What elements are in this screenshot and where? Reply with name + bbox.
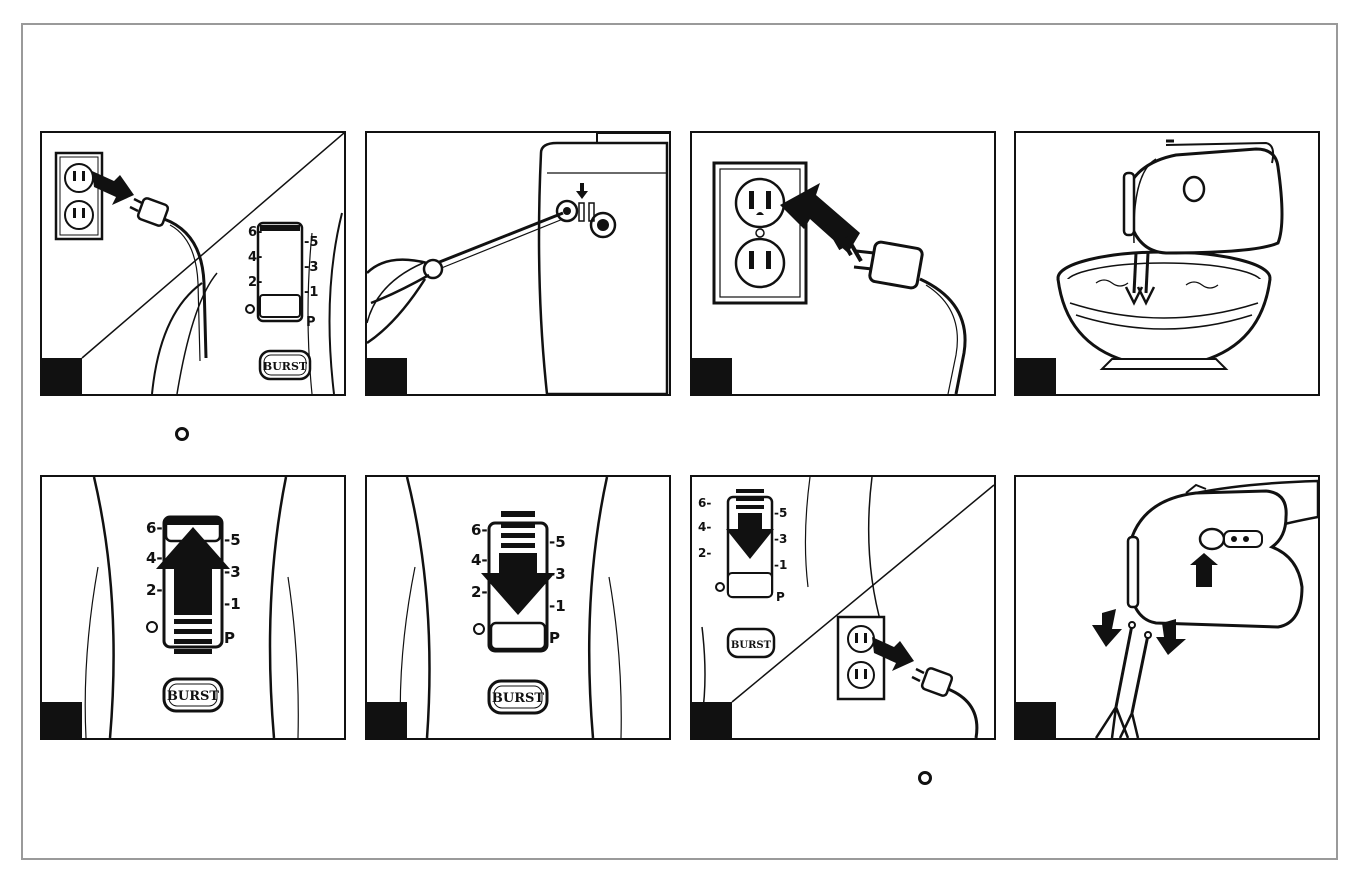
- speed-label-2: 2-: [248, 275, 262, 290]
- burst-label: BURST: [167, 689, 220, 704]
- insert-beater-illustration: [367, 133, 669, 394]
- step-number-badge: [692, 702, 732, 738]
- burst-label: BURST: [731, 640, 772, 651]
- off-symbol: [918, 771, 932, 785]
- mixer-in-bowl-illustration: [1016, 133, 1318, 394]
- speed-label-1: -1: [549, 597, 566, 615]
- speed-label-4: 4-: [471, 551, 488, 569]
- speed-label-3: -3: [774, 532, 787, 546]
- speed-label-4: 4-: [248, 250, 262, 265]
- step-number-badge: [367, 702, 407, 738]
- increase-speed-illustration: 6- 4- 2- -5 -3 -1 P BURST: [42, 477, 344, 738]
- step-panel-6: 6- 4- 2- -5 -3 -1 P BURST: [365, 475, 671, 740]
- plug-in-illustration: [692, 133, 994, 394]
- step-panel-5: 6- 4- 2- -5 -3 -1 P BURST: [40, 475, 346, 740]
- speed-label-4: 4-: [698, 520, 711, 534]
- step-number-badge: [42, 358, 82, 394]
- step-panel-4: [1014, 131, 1320, 396]
- off-and-unplug-illustration: 6- 4- 2- -5 -3 -1 P BURST: [692, 477, 994, 738]
- speed-label-1: -1: [774, 558, 787, 572]
- speed-label-2: 2-: [698, 546, 711, 560]
- burst-label: BURST: [492, 691, 545, 706]
- step-number-badge: [42, 702, 82, 738]
- speed-label-3: -3: [304, 260, 318, 275]
- speed-label-5: -5: [774, 506, 787, 520]
- speed-label-6: 6-: [248, 225, 262, 240]
- step-panel-1: 6- 4- 2- -5 -3 -1 P BURST: [40, 131, 346, 396]
- speed-label-3: -3: [224, 563, 241, 581]
- speed-label-1: -1: [224, 595, 241, 613]
- speed-label-6: 6-: [698, 496, 711, 510]
- pulse-label: P: [224, 629, 235, 647]
- speed-label-2: 2-: [146, 581, 163, 599]
- eject-beaters-illustration: [1016, 477, 1318, 738]
- speed-label-3: -3: [549, 565, 566, 583]
- step-panel-2: [365, 131, 671, 396]
- step-number-badge: [1016, 358, 1056, 394]
- pulse-label: P: [549, 629, 560, 647]
- burst-label: BURST: [263, 360, 308, 373]
- speed-label-4: 4-: [146, 549, 163, 567]
- unplug-illustration: 6- 4- 2- -5 -3 -1 P BURST: [42, 133, 344, 394]
- pulse-label: P: [306, 315, 316, 330]
- off-symbol: [175, 427, 189, 441]
- step-panel-3: [690, 131, 996, 396]
- speed-label-2: 2-: [471, 583, 488, 601]
- speed-label-5: -5: [224, 531, 241, 549]
- speed-label-1: -1: [304, 285, 318, 300]
- speed-label-6: 6-: [146, 519, 163, 537]
- pulse-label: P: [776, 590, 785, 604]
- step-number-badge: [367, 358, 407, 394]
- step-number-badge: [1016, 702, 1056, 738]
- step-panel-8: [1014, 475, 1320, 740]
- speed-label-6: 6-: [471, 521, 488, 539]
- decrease-speed-illustration: 6- 4- 2- -5 -3 -1 P BURST: [367, 477, 669, 738]
- speed-label-5: -5: [549, 533, 566, 551]
- speed-label-5: -5: [304, 235, 318, 250]
- step-number-badge: [692, 358, 732, 394]
- step-panel-7: 6- 4- 2- -5 -3 -1 P BURST: [690, 475, 996, 740]
